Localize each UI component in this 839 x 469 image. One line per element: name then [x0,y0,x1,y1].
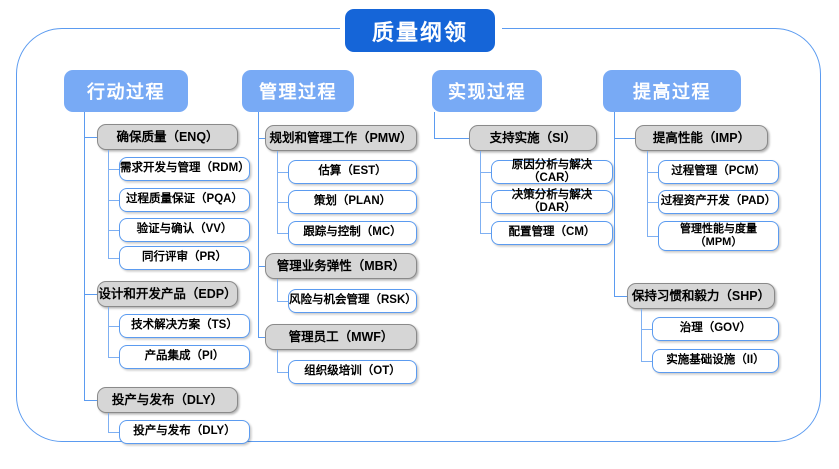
connector-leaf-1-0-2 [277,233,289,235]
node-level1-0-2[interactable]: 投产与发布（DLY） [97,387,238,413]
node-level1-2-0[interactable]: 支持实施（SI） [469,125,597,151]
connector-stub-0-0 [84,137,98,139]
column-header-0[interactable]: 行动过程 [64,70,188,112]
connector-sub-1-2 [277,350,279,372]
connector-sub-3-0 [647,151,649,236]
node-level2-0-1-0[interactable]: 技术解决方案（TS） [119,314,250,338]
connector-leaf-0-0-0 [108,169,120,171]
connector-stub-2-0 [434,138,470,140]
node-level2-0-0-2[interactable]: 验证与确认（VV） [119,218,250,242]
connector-leaf-1-0-0 [277,172,289,174]
connector-stub-0-2 [84,400,98,402]
connector-trunk-0 [84,112,86,400]
column-header-2[interactable]: 实现过程 [432,70,542,112]
node-level2-1-0-1[interactable]: 策划（PLAN） [288,190,417,214]
node-level2-3-0-1[interactable]: 过程资产开发（PAD） [658,190,779,214]
connector-leaf-2-0-1 [480,202,492,204]
node-level2-0-1-1[interactable]: 产品集成（PI） [119,345,250,369]
node-level2-2-0-1[interactable]: 决策分析与解决（DAR） [491,189,613,214]
node-level2-0-0-3[interactable]: 同行评审（PR） [119,246,250,270]
connector-sub-2-0 [480,151,482,233]
connector-stub-3-0 [614,138,636,140]
node-level2-3-1-0[interactable]: 治理（GOV） [652,317,779,341]
connector-leaf-3-0-1 [647,202,659,204]
node-level1-0-1[interactable]: 设计和开发产品（EDP） [97,281,238,307]
connector-leaf-3-1-0 [641,329,653,331]
connector-leaf-3-0-0 [647,172,659,174]
connector-sub-1-1 [277,279,279,301]
node-level1-1-1[interactable]: 管理业务弹性（MBR） [265,253,417,279]
connector-sub-0-0 [108,150,110,258]
node-level2-0-0-1[interactable]: 过程质量保证（PQA） [119,188,250,212]
connector-leaf-2-0-2 [480,233,492,235]
connector-leaf-1-1-0 [277,301,289,303]
connector-leaf-1-0-1 [277,202,289,204]
node-level1-3-1[interactable]: 保持习惯和毅力（SHP） [627,283,775,309]
connector-stub-3-1 [614,296,628,298]
column-header-3[interactable]: 提高过程 [603,70,741,112]
connector-leaf-0-0-1 [108,200,120,202]
node-level2-3-0-2[interactable]: 管理性能与度量 （MPM） [658,221,779,251]
connector-stub-0-1 [84,294,98,296]
connector-leaf-0-1-1 [108,357,120,359]
connector-stub-1-2 [258,337,266,339]
node-level2-1-1-0[interactable]: 风险与机会管理（RSK） [288,289,417,313]
node-level2-3-1-1[interactable]: 实施基础设施（II） [652,349,779,373]
connector-leaf-1-2-0 [277,372,289,374]
connector-sub-0-2 [108,413,110,432]
connector-leaf-3-1-1 [641,361,653,363]
connector-trunk-3 [614,112,616,297]
column-header-1[interactable]: 管理过程 [242,70,354,112]
node-level2-1-0-0[interactable]: 估算（EST） [288,160,417,184]
node-level2-1-2-0[interactable]: 组织级培训（OT） [288,360,417,384]
connector-leaf-2-0-0 [480,172,492,174]
node-level2-2-0-2[interactable]: 配置管理（CM） [491,221,613,245]
node-level2-2-0-0[interactable]: 原因分析与解决（CAR） [491,159,613,184]
node-level1-0-0[interactable]: 确保质量（ENQ） [97,124,238,150]
connector-stub-1-1 [258,266,266,268]
node-level2-0-0-0[interactable]: 需求开发与管理（RDM） [119,157,250,181]
connector-sub-0-1 [108,307,110,357]
diagram-title: 质量纲领 [345,9,495,52]
node-level1-1-0[interactable]: 规划和管理工作（PMW） [265,125,417,151]
node-level2-0-2-0[interactable]: 投产与发布（DLY） [119,420,250,444]
connector-trunk-1 [258,112,260,338]
connector-leaf-0-0-2 [108,230,120,232]
connector-leaf-3-0-2 [647,236,659,238]
node-level2-3-0-0[interactable]: 过程管理（PCM） [658,160,779,184]
connector-sub-3-1 [641,309,643,361]
connector-stub-1-0 [258,138,266,140]
connector-sub-1-0 [277,151,279,233]
connector-leaf-0-1-0 [108,326,120,328]
connector-leaf-0-2-0 [108,432,120,434]
connector-leaf-0-0-3 [108,258,120,260]
connector-trunk-2 [434,112,436,138]
node-level2-1-0-2[interactable]: 跟踪与控制（MC） [288,221,417,245]
node-level1-1-2[interactable]: 管理员工（MWF） [265,324,417,350]
node-level1-3-0[interactable]: 提高性能（IMP） [635,125,768,151]
